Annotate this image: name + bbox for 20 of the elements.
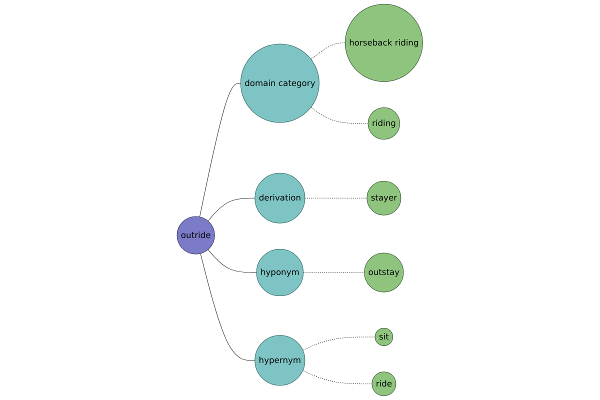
node-circle: horseback riding [345, 4, 424, 82]
connector [208, 198, 256, 222]
connector [310, 42, 346, 60]
connector [200, 253, 256, 361]
node-circle: stayer [366, 180, 402, 216]
node-circle: derivation [254, 172, 306, 224]
node-circle: sit [374, 328, 394, 346]
connector [302, 336, 376, 350]
node-circle: hypernym [254, 335, 306, 386]
node-circle: riding [368, 107, 400, 140]
node-circle: outride [176, 216, 216, 254]
connector [303, 272, 365, 273]
connector [310, 106, 368, 124]
node-circle: outstay [364, 252, 404, 292]
node-circle: domain category [240, 44, 320, 123]
node-circle: ride [372, 372, 396, 396]
node-circle: hyponym [256, 248, 304, 296]
connector [200, 82, 242, 218]
connector [302, 370, 372, 384]
connector [208, 249, 257, 273]
